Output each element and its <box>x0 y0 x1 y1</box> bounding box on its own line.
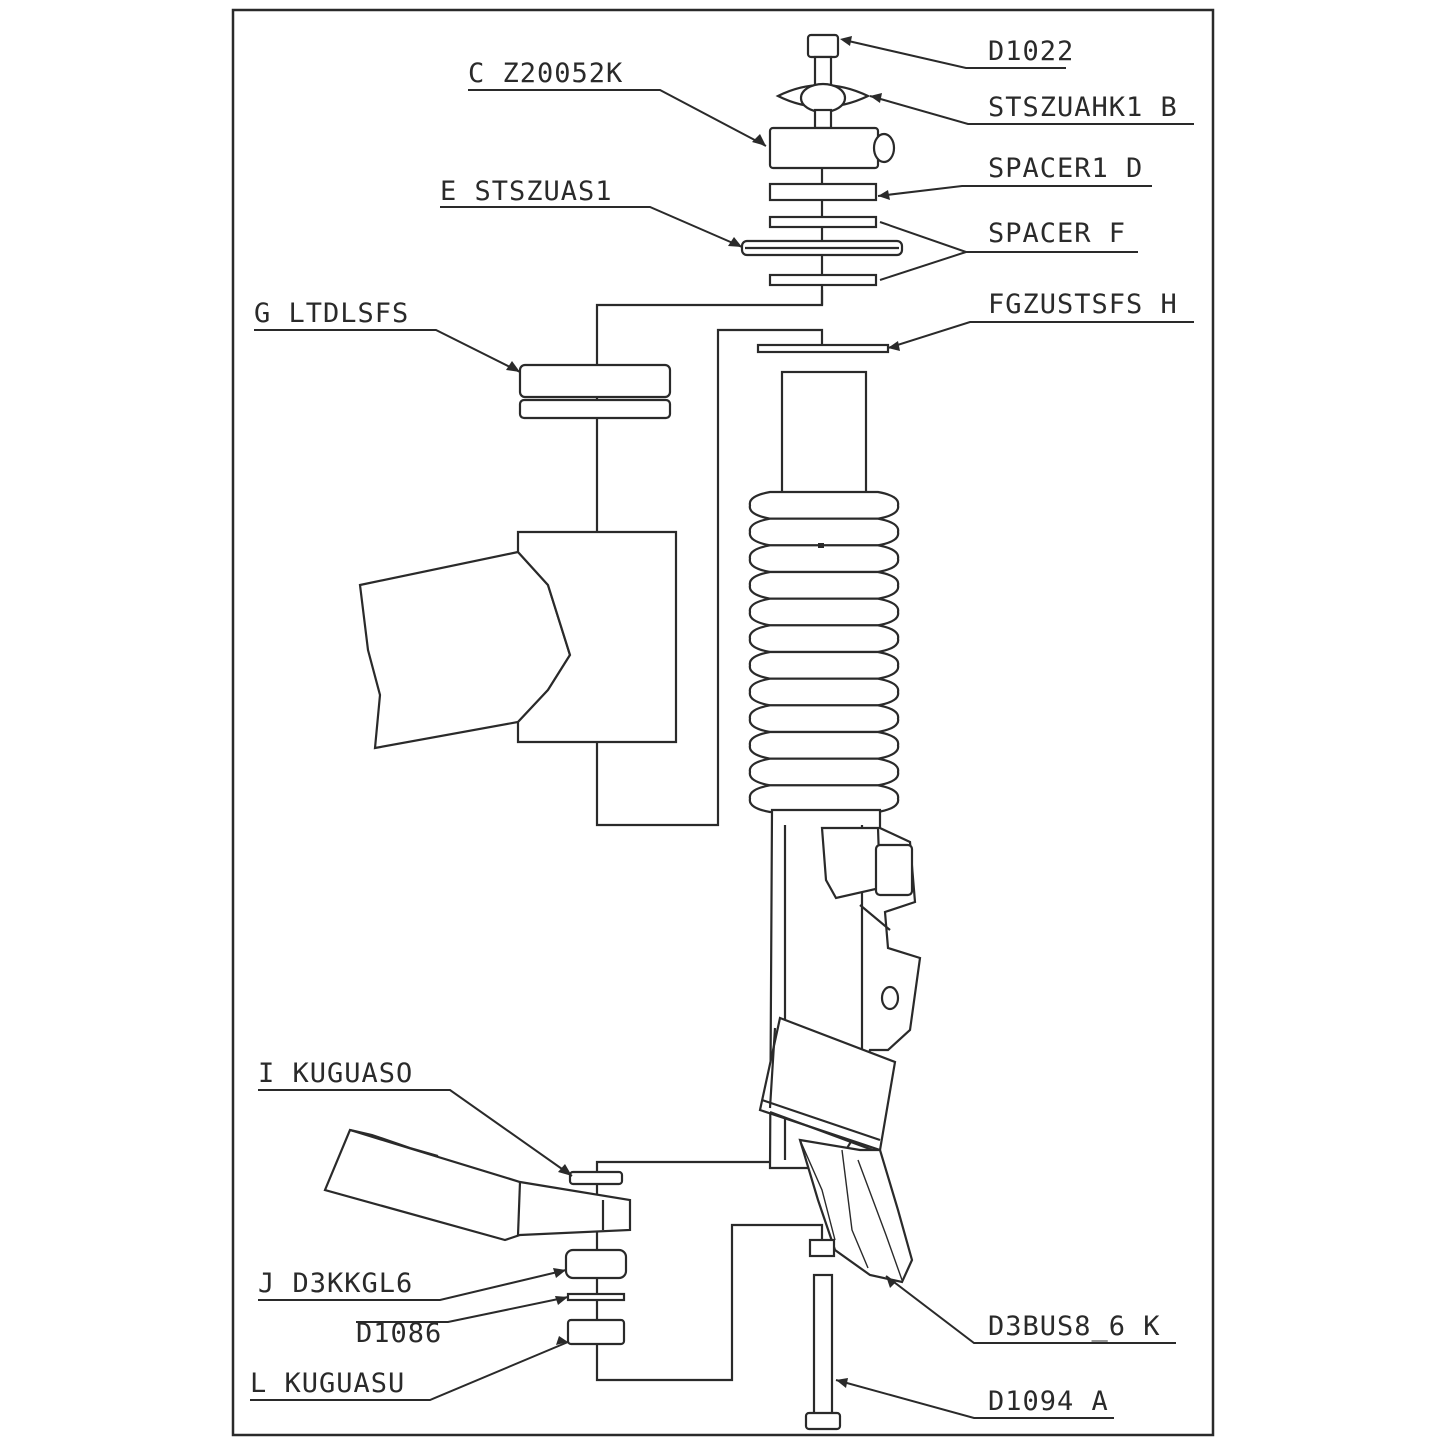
leader-stszuas1 <box>440 206 743 248</box>
leader-stszuahk1 <box>869 95 1194 125</box>
spacer-f-upper <box>768 215 878 229</box>
arrowheads <box>506 36 900 1388</box>
spacer-f-lower <box>768 273 878 287</box>
bellows-fold <box>748 784 900 814</box>
leader-z20052k <box>468 89 767 147</box>
d1086-washer <box>566 1292 626 1302</box>
dust-boot <box>748 490 900 814</box>
label-d1094: D1094 A <box>988 1386 1109 1417</box>
bellows-fold <box>748 570 900 600</box>
leader-spacer-b <box>879 251 967 281</box>
label-z20052k: C Z20052K <box>468 58 623 89</box>
top-bolt <box>806 33 840 87</box>
stszuas1-plate <box>740 239 904 257</box>
leader-fgzustsfs <box>887 321 1194 349</box>
knuckle-arm <box>798 1138 914 1284</box>
leader-d1086 <box>356 1296 569 1323</box>
bellows-marker <box>818 543 824 548</box>
d3kkgl6-balljoint <box>564 1248 628 1280</box>
d3bus8-bushing <box>808 1238 836 1258</box>
bellows-fold <box>748 490 900 520</box>
bellows-fold <box>748 517 900 547</box>
upper-body-bracket <box>358 530 678 750</box>
leader-kuguaso <box>258 1089 573 1177</box>
label-spacer1: SPACER1 D <box>988 153 1143 184</box>
domed-washer <box>775 82 871 130</box>
label-fgzustsfs: FGZUSTSFS H <box>988 289 1178 320</box>
leader-d3kkgl6 <box>258 1269 567 1301</box>
bellows-fold <box>748 704 900 734</box>
leader-kuguasu <box>250 1341 569 1401</box>
label-kuguasu: L KUGUASU <box>250 1368 405 1399</box>
piston-rod-tube <box>780 370 868 502</box>
drawing-frame <box>231 8 1215 1437</box>
control-arm <box>323 1128 632 1242</box>
bellows-fold <box>748 624 900 654</box>
label-stszuahk1: STSZUAHK1 B <box>988 92 1178 123</box>
label-kuguaso: I KUGUASO <box>258 1058 413 1089</box>
label-d1022: D1022 <box>988 36 1074 67</box>
label-d1086: D1086 <box>356 1318 442 1349</box>
kuguaso-pad <box>568 1170 624 1186</box>
bellows-fold <box>748 544 900 574</box>
leader-ltdlsfs <box>254 329 521 373</box>
leader-d1094 <box>835 1379 1114 1419</box>
leader-lines <box>250 39 1194 1419</box>
label-d3kkgl6: J D3KKGL6 <box>258 1268 413 1299</box>
bellows-fold <box>748 730 900 760</box>
bellows-fold <box>748 597 900 627</box>
ltdlsfs-pad <box>518 363 672 420</box>
leader-d3bus8 <box>885 1275 1176 1344</box>
label-d3bus8: D3BUS8_6 K <box>988 1311 1161 1342</box>
label-stszuas1: E STSZUAS1 <box>440 176 613 207</box>
top-mount <box>768 126 896 170</box>
leader-spacer1 <box>877 185 1152 197</box>
label-ltdlsfs: G LTDLSFS <box>254 298 409 329</box>
kuguasu-pad <box>566 1318 626 1346</box>
spacer1-d <box>768 182 878 202</box>
bellows-fold <box>748 650 900 680</box>
fgzustsfs-ring <box>756 343 890 354</box>
leader-d1022 <box>843 39 1066 69</box>
bellows-fold <box>748 757 900 787</box>
bellows-fold <box>748 677 900 707</box>
lower-bolt <box>804 1273 842 1431</box>
label-spacer: SPACER F <box>988 218 1126 249</box>
